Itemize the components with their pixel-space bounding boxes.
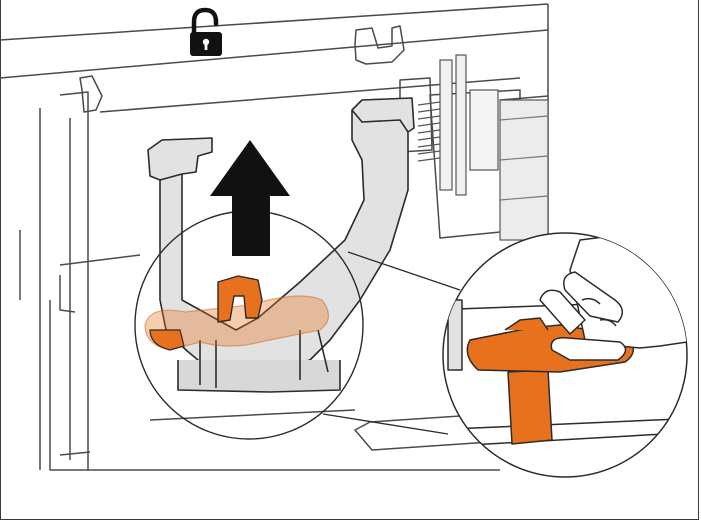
orange-clip-stem (508, 370, 552, 444)
removable-bracket (148, 98, 414, 392)
lift-up-arrow (210, 140, 290, 256)
right-detail-circle (430, 233, 700, 477)
unlocked-padlock-icon (190, 10, 222, 56)
